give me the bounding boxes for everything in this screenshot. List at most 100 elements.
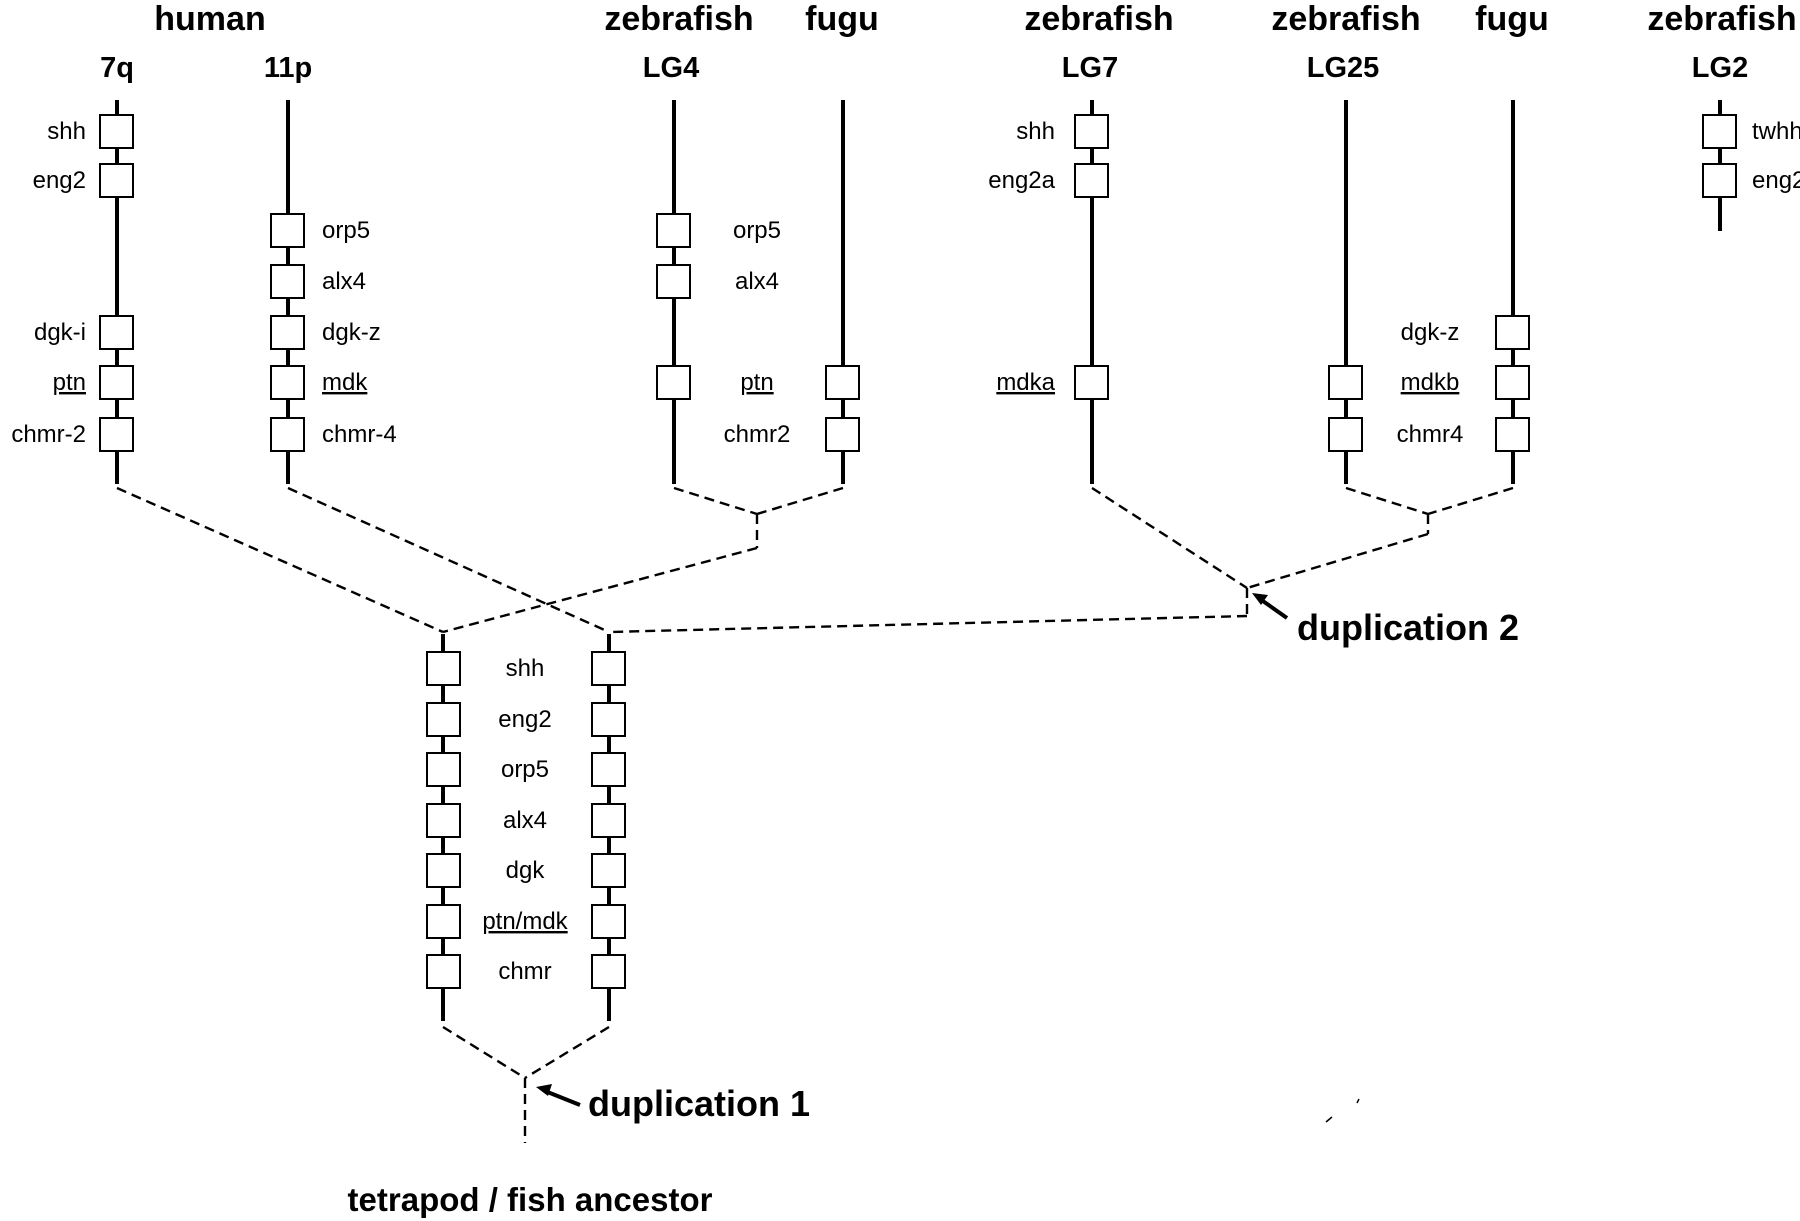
gene-label: chmr2 bbox=[724, 421, 791, 448]
gene-box bbox=[656, 213, 691, 248]
gene-box bbox=[99, 417, 134, 452]
link-fugu-2 bbox=[1427, 486, 1514, 516]
link-to-duplication-2 bbox=[1246, 532, 1429, 590]
gene-label: mdk bbox=[322, 369, 368, 396]
header-zebrafish-lg2: zebrafish bbox=[1647, 0, 1796, 38]
gene-box bbox=[99, 365, 134, 400]
gene-label: chmr-4 bbox=[322, 421, 397, 448]
gene-box bbox=[591, 853, 626, 888]
link-7q-to-ancestral-left bbox=[116, 486, 444, 634]
gene-box bbox=[99, 114, 134, 149]
link-to-ancestral-left bbox=[442, 546, 758, 634]
gene-label: ptn bbox=[53, 369, 86, 396]
gene-box bbox=[591, 803, 626, 838]
gene-label: chmr4 bbox=[1397, 421, 1464, 448]
gene-box bbox=[1074, 365, 1109, 400]
gene-label: alx4 bbox=[735, 268, 779, 295]
header-fugu-2: fugu bbox=[1475, 0, 1549, 38]
gene-box bbox=[270, 315, 305, 350]
gene-label: alx4 bbox=[322, 268, 366, 295]
ancestral-gene-label: shh bbox=[506, 655, 545, 682]
link-lg25 bbox=[1345, 486, 1429, 516]
gene-box bbox=[1074, 163, 1109, 198]
header-zebrafish-lg4: zebrafish bbox=[604, 0, 753, 38]
ancestral-gene-label: orp5 bbox=[501, 756, 549, 783]
gene-boxes-lg25 bbox=[1328, 365, 1363, 452]
header-zebrafish-lg25: zebrafish bbox=[1271, 0, 1420, 38]
label-duplication-2: duplication 2 bbox=[1297, 607, 1519, 648]
chromosome-label-lg2: LG2 bbox=[1692, 52, 1748, 84]
link-lg7 bbox=[1091, 486, 1248, 590]
gene-box bbox=[1702, 114, 1737, 149]
chromosome-label-lg25: LG25 bbox=[1307, 52, 1380, 84]
gene-box bbox=[1074, 114, 1109, 149]
gene-boxes-ancestral-left bbox=[426, 651, 461, 989]
gene-box bbox=[1495, 315, 1530, 350]
gene-label: mdkb bbox=[1401, 369, 1460, 396]
link-to-ancestral-right bbox=[608, 614, 1248, 634]
gene-box bbox=[591, 954, 626, 989]
gene-label: orp5 bbox=[733, 217, 781, 244]
gene-box bbox=[591, 702, 626, 737]
gene-box bbox=[1495, 417, 1530, 452]
ancestral-gene-label: alx4 bbox=[503, 807, 547, 834]
ancestor-label: tetrapod / fish ancestor bbox=[348, 1181, 713, 1218]
gene-box bbox=[270, 365, 305, 400]
gene-label: dgk-z bbox=[1401, 319, 1460, 346]
gene-boxes-lg4 bbox=[656, 213, 691, 400]
arrow-shaft bbox=[1258, 597, 1289, 620]
gene-box bbox=[1328, 417, 1363, 452]
label-duplication-1: duplication 1 bbox=[588, 1083, 810, 1124]
relationship-lines bbox=[116, 486, 1514, 634]
gene-box bbox=[591, 752, 626, 787]
link-lg4 bbox=[673, 486, 758, 516]
gene-box bbox=[426, 954, 461, 989]
gene-label: shh bbox=[1016, 118, 1055, 145]
ancestral-gene-label: dgk bbox=[506, 857, 546, 884]
scan-mark bbox=[1356, 1098, 1360, 1104]
gene-box bbox=[426, 803, 461, 838]
gene-boxes-11p bbox=[270, 213, 305, 452]
gene-label: dgk-i bbox=[34, 319, 86, 346]
gene-label: ptn bbox=[740, 369, 773, 396]
gene-label: mdka bbox=[996, 369, 1055, 396]
gene-box bbox=[825, 365, 860, 400]
gene-label: eng2a bbox=[988, 167, 1055, 194]
gene-box bbox=[426, 904, 461, 939]
gene-box bbox=[426, 752, 461, 787]
scan-mark bbox=[1325, 1116, 1333, 1123]
gene-box bbox=[426, 651, 461, 686]
gene-box bbox=[99, 315, 134, 350]
header-human: human bbox=[154, 0, 265, 38]
arrow-shaft bbox=[544, 1089, 581, 1107]
gene-box bbox=[1495, 365, 1530, 400]
gene-boxes-fugu-2 bbox=[1495, 315, 1530, 452]
gene-label: chmr-2 bbox=[11, 421, 86, 448]
gene-box bbox=[591, 904, 626, 939]
ancestral-gene-label: chmr bbox=[498, 958, 551, 985]
gene-box bbox=[270, 213, 305, 248]
gene-boxes-fugu-1 bbox=[825, 365, 860, 452]
gene-label: eng2 bbox=[33, 167, 86, 194]
link-ancestral-right-down bbox=[524, 1025, 610, 1080]
arrow-head bbox=[536, 1084, 552, 1096]
header-zebrafish-lg7: zebrafish bbox=[1024, 0, 1173, 38]
link-11p-to-ancestral-right bbox=[287, 486, 610, 634]
gene-box bbox=[591, 651, 626, 686]
chromosome-label-lg7: LG7 bbox=[1062, 52, 1118, 84]
gene-boxes-ancestral-right bbox=[591, 651, 626, 989]
ancestral-gene-label: eng2 bbox=[498, 706, 551, 733]
gene-box bbox=[270, 264, 305, 299]
arrow-duplication-1 bbox=[536, 1084, 581, 1107]
gene-box bbox=[99, 163, 134, 198]
chromosome-label-lg4: LG4 bbox=[643, 52, 699, 84]
header-fugu-1: fugu bbox=[805, 0, 879, 38]
gene-box bbox=[656, 365, 691, 400]
gene-box bbox=[656, 264, 691, 299]
chromosome-label-11p: 11p bbox=[264, 52, 312, 84]
gene-label: shh bbox=[47, 118, 86, 145]
gene-box bbox=[426, 853, 461, 888]
gene-label: eng2b bbox=[1752, 167, 1800, 194]
gene-label: dgk-z bbox=[322, 319, 381, 346]
